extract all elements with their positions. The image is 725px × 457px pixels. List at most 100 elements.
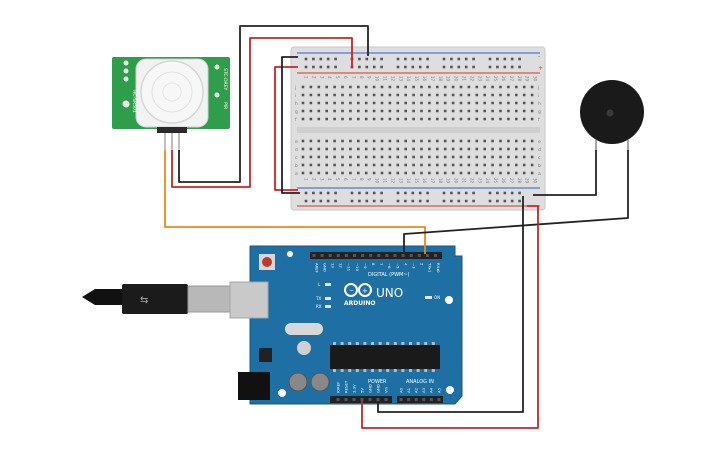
rail-hole[interactable] xyxy=(312,199,315,203)
rail-hole[interactable] xyxy=(319,65,323,69)
breadboard-hole[interactable] xyxy=(436,109,439,113)
breadboard-hole[interactable] xyxy=(333,101,336,105)
breadboard-hole[interactable] xyxy=(451,93,455,97)
breadboard-hole[interactable] xyxy=(499,163,502,167)
breadboard-hole[interactable] xyxy=(325,117,328,121)
breadboard-hole[interactable] xyxy=(364,155,368,159)
breadboard-hole[interactable] xyxy=(522,85,526,89)
rail-hole[interactable] xyxy=(334,57,337,61)
breadboard-hole[interactable] xyxy=(420,139,423,143)
breadboard-hole[interactable] xyxy=(499,147,502,151)
breadboard-hole[interactable] xyxy=(530,155,534,159)
breadboard-hole[interactable] xyxy=(404,147,407,151)
breadboard-hole[interactable] xyxy=(396,139,400,143)
breadboard-hole[interactable] xyxy=(341,163,344,167)
breadboard-hole[interactable] xyxy=(301,93,305,97)
breadboard-hole[interactable] xyxy=(372,155,376,159)
pir-sensor[interactable]: HC-SR501 STC-DREY PIR xyxy=(112,57,230,150)
breadboard-hole[interactable] xyxy=(436,163,439,167)
breadboard-hole[interactable] xyxy=(301,171,305,175)
breadboard-hole[interactable] xyxy=(428,117,431,121)
breadboard-hole[interactable] xyxy=(341,155,344,159)
rail-hole[interactable] xyxy=(510,199,514,203)
breadboard-hole[interactable] xyxy=(380,171,384,175)
rail-hole[interactable] xyxy=(396,65,400,69)
rail-hole[interactable] xyxy=(518,191,521,195)
breadboard-hole[interactable] xyxy=(515,117,518,121)
rail-hole[interactable] xyxy=(503,199,507,203)
breadboard-hole[interactable] xyxy=(522,117,526,121)
breadboard-hole[interactable] xyxy=(420,155,423,159)
breadboard-hole[interactable] xyxy=(443,93,447,97)
rail-hole[interactable] xyxy=(319,199,323,203)
rail-hole[interactable] xyxy=(488,57,492,61)
breadboard-hole[interactable] xyxy=(325,139,328,143)
rail-hole[interactable] xyxy=(426,199,429,203)
rail-hole[interactable] xyxy=(380,65,383,69)
breadboard-hole[interactable] xyxy=(459,101,463,105)
breadboard-hole[interactable] xyxy=(507,163,510,167)
breadboard-hole[interactable] xyxy=(301,101,305,105)
breadboard-hole[interactable] xyxy=(404,139,407,143)
breadboard-hole[interactable] xyxy=(372,101,376,105)
breadboard-hole[interactable] xyxy=(341,109,344,113)
breadboard-hole[interactable] xyxy=(333,109,336,113)
breadboard-hole[interactable] xyxy=(333,171,336,175)
breadboard-hole[interactable] xyxy=(396,117,400,121)
rail-hole[interactable] xyxy=(418,191,422,195)
breadboard-hole[interactable] xyxy=(428,147,431,151)
rail-hole[interactable] xyxy=(411,199,415,203)
breadboard-hole[interactable] xyxy=(530,85,534,89)
rail-hole[interactable] xyxy=(304,65,308,69)
breadboard-hole[interactable] xyxy=(515,101,518,105)
rail-hole[interactable] xyxy=(312,57,315,61)
breadboard-hole[interactable] xyxy=(404,93,407,97)
breadboard-hole[interactable] xyxy=(372,85,376,89)
breadboard-hole[interactable] xyxy=(412,109,415,113)
digital-pin-hole[interactable] xyxy=(369,254,373,257)
breadboard-hole[interactable] xyxy=(388,171,392,175)
breadboard-hole[interactable] xyxy=(380,109,384,113)
breadboard-hole[interactable] xyxy=(333,155,336,159)
power-pin-hole[interactable] xyxy=(360,398,364,401)
breadboard-hole[interactable] xyxy=(436,155,439,159)
breadboard-hole[interactable] xyxy=(404,163,407,167)
breadboard-hole[interactable] xyxy=(499,93,502,97)
breadboard-hole[interactable] xyxy=(341,147,344,151)
rail-hole[interactable] xyxy=(411,191,415,195)
rail-hole[interactable] xyxy=(404,199,407,203)
piezo-buzzer[interactable] xyxy=(580,80,644,150)
breadboard-hole[interactable] xyxy=(483,155,486,159)
breadboard-hole[interactable] xyxy=(412,163,415,167)
rail-hole[interactable] xyxy=(358,65,361,69)
breadboard-hole[interactable] xyxy=(404,85,407,89)
rail-hole[interactable] xyxy=(358,191,361,195)
breadboard-hole[interactable] xyxy=(530,171,534,175)
breadboard-hole[interactable] xyxy=(380,155,384,159)
breadboard-hole[interactable] xyxy=(483,139,486,143)
breadboard-hole[interactable] xyxy=(467,171,471,175)
breadboard-hole[interactable] xyxy=(428,85,431,89)
breadboard-hole[interactable] xyxy=(364,117,368,121)
breadboard-hole[interactable] xyxy=(475,171,479,175)
analog-pin-hole[interactable] xyxy=(429,398,433,401)
rail-hole[interactable] xyxy=(404,191,407,195)
breadboard-hole[interactable] xyxy=(483,101,486,105)
power-pin-hole[interactable] xyxy=(344,398,348,401)
breadboard-hole[interactable] xyxy=(412,155,415,159)
breadboard-hole[interactable] xyxy=(499,109,502,113)
breadboard-hole[interactable] xyxy=(507,101,510,105)
rail-hole[interactable] xyxy=(358,57,361,61)
breadboard-hole[interactable] xyxy=(436,101,439,105)
rail-hole[interactable] xyxy=(304,199,308,203)
breadboard-hole[interactable] xyxy=(404,155,407,159)
breadboard-hole[interactable] xyxy=(372,93,376,97)
breadboard-hole[interactable] xyxy=(333,93,336,97)
breadboard-hole[interactable] xyxy=(317,117,321,121)
breadboard-hole[interactable] xyxy=(522,155,526,159)
rail-hole[interactable] xyxy=(510,191,514,195)
breadboard-hole[interactable] xyxy=(522,171,526,175)
breadboard-hole[interactable] xyxy=(372,139,376,143)
breadboard-hole[interactable] xyxy=(388,93,392,97)
